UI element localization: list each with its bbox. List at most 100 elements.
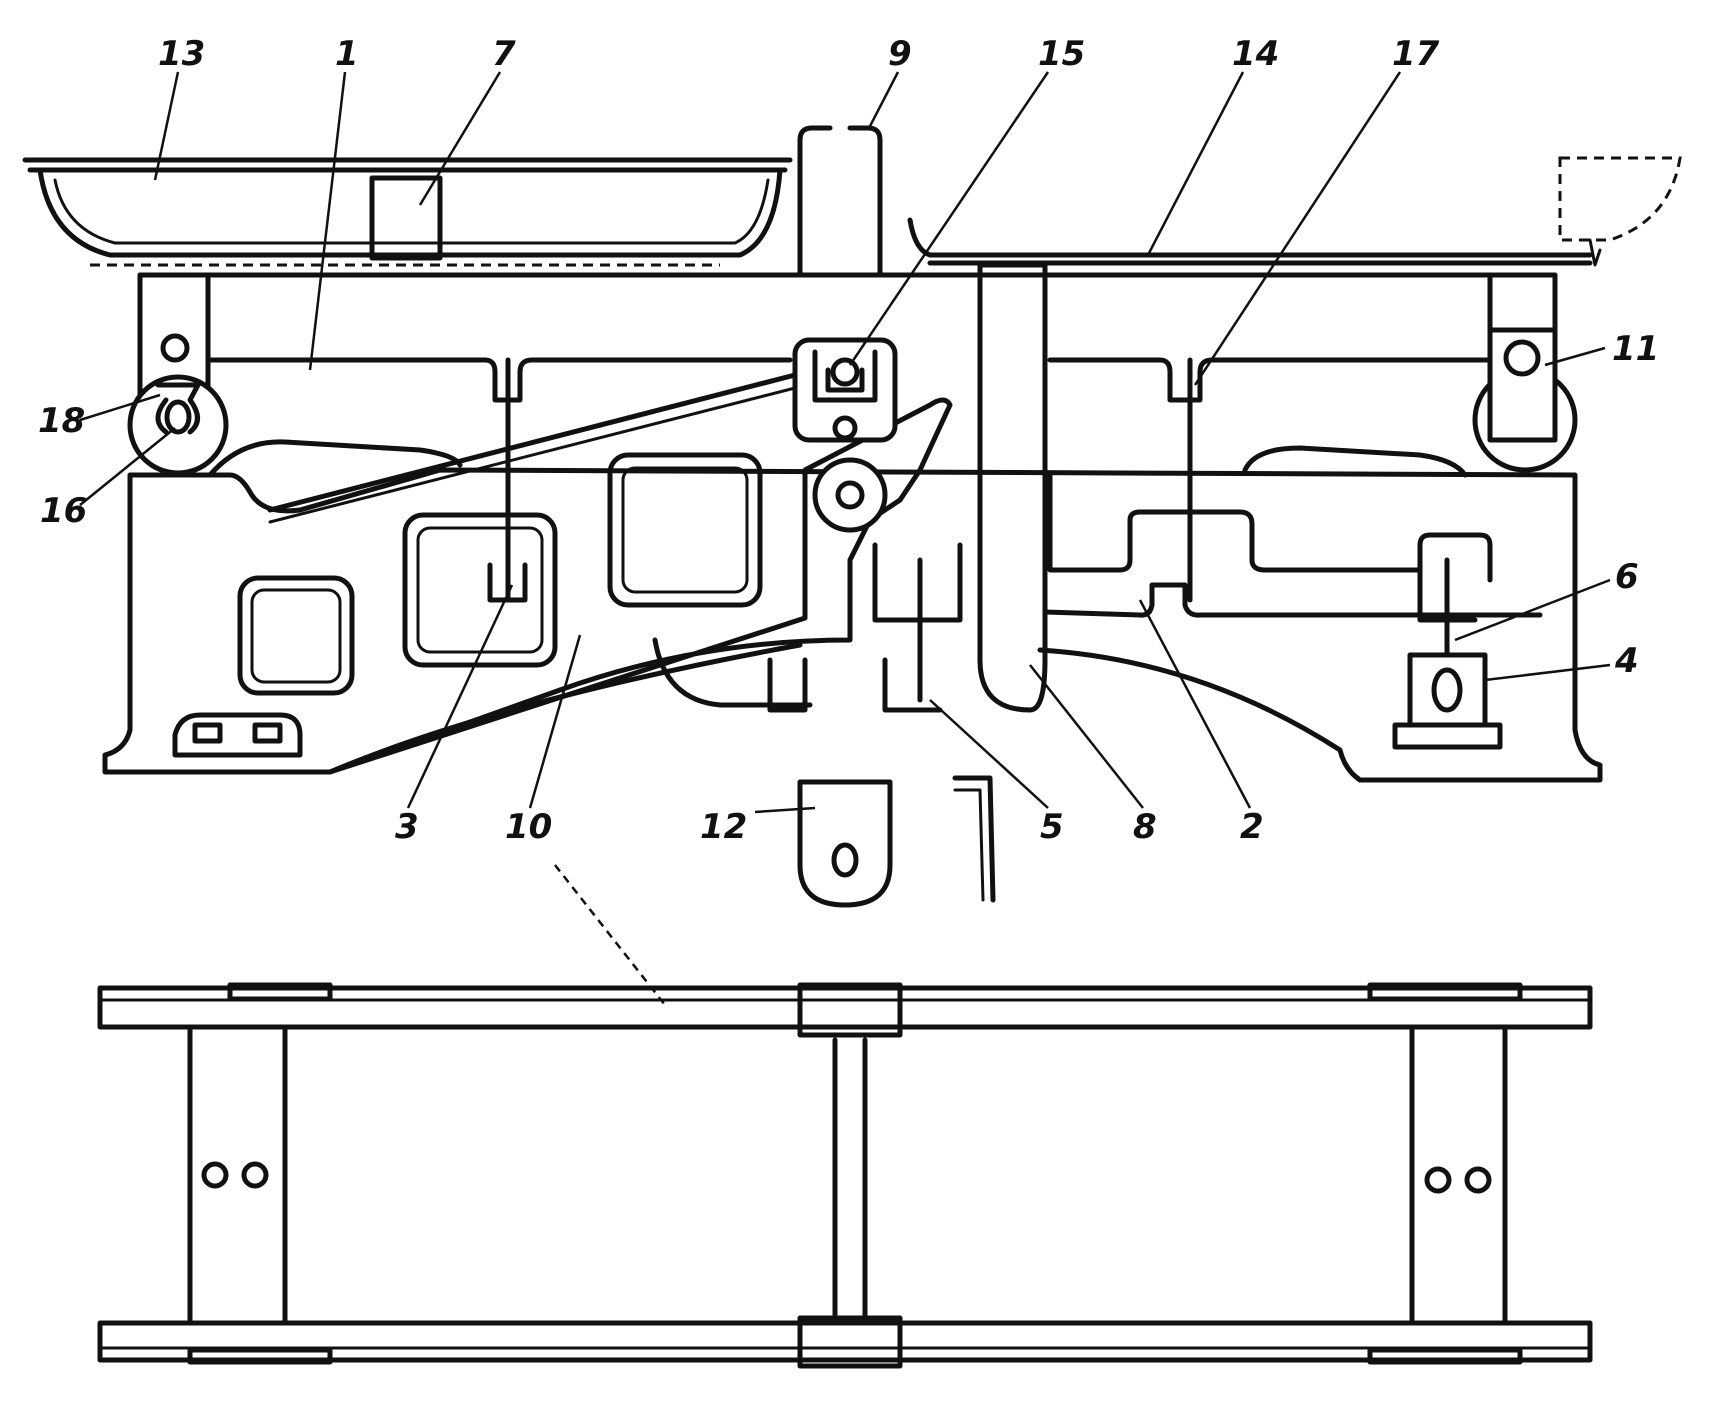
base-frame-lower-right [1042, 582, 1543, 618]
label-3: 3 [395, 807, 419, 847]
lever-top-edge-2 [268, 386, 797, 524]
left-foot [172, 712, 303, 758]
plan-center-block-top [797, 982, 903, 1038]
leader-5 [929, 699, 1049, 809]
base-left-hump [207, 439, 463, 478]
lever-window-3 [607, 452, 763, 608]
leader-7 [418, 71, 502, 206]
leader-11 [1544, 346, 1606, 367]
leader-lines [79, 71, 1611, 1006]
leader-10-plan [554, 864, 666, 1006]
label-8: 8 [1133, 807, 1157, 847]
plan-left-hole-1 [201, 1161, 229, 1189]
plan-bottom-rail [97, 1320, 1593, 1363]
plan-left-crosspiece [187, 1024, 288, 1326]
leader-1 [308, 71, 347, 371]
leader-3 [406, 584, 514, 809]
weight-block-eye [1431, 667, 1463, 713]
fulcrum-roller-hole [835, 480, 865, 510]
leader-9 [866, 71, 900, 131]
leader-18 [79, 393, 161, 422]
left-pivot-clip [155, 382, 201, 435]
left-pan [22, 157, 793, 258]
lever-window-3-inner [621, 466, 749, 594]
label-18: 18 [38, 401, 85, 441]
label-4: 4 [1614, 641, 1639, 681]
leader-17 [1193, 71, 1402, 386]
plan-left-hole-2 [241, 1161, 269, 1189]
label-13: 13 [158, 34, 205, 74]
leader-6 [1454, 578, 1611, 642]
leader-13 [153, 71, 180, 181]
stirrup-hole [831, 842, 859, 878]
plan-end-block-tl [227, 982, 333, 1002]
plan-right-crosspiece [1409, 1024, 1508, 1326]
lever-window-1 [237, 575, 355, 696]
plan-end-block-bl [187, 1347, 333, 1365]
lever-top-edge [267, 372, 798, 513]
upper-beam-right [1047, 357, 1493, 403]
base-right-hump [1242, 445, 1468, 478]
label-5: 5 [1040, 807, 1064, 847]
base-frame-right-profile [1047, 472, 1493, 583]
central-pointer [797, 125, 883, 278]
hanger-center-lower [767, 657, 943, 713]
label-9: 9 [888, 34, 912, 74]
angle-key [952, 775, 996, 903]
leader-10 [528, 634, 582, 809]
weight-block-base [1392, 722, 1503, 750]
right-cap-hole [1503, 339, 1541, 377]
lever-window-1-inner [250, 588, 342, 684]
left-roller [127, 374, 229, 476]
plan-center-crosspiece [832, 1037, 868, 1326]
right-platform-hook [1588, 238, 1602, 267]
label-15: 15 [1038, 34, 1085, 74]
fulcrum-pin [832, 415, 858, 441]
leader-14 [1146, 71, 1245, 256]
left-pan-inner-rim [53, 178, 770, 245]
plan-right-hole-1 [1424, 1166, 1452, 1194]
label-17: 17 [1392, 34, 1440, 74]
pan-support-stem [369, 175, 443, 261]
lower-half-disc [652, 637, 813, 708]
angle-key-inner [953, 788, 985, 902]
leader-4 [1484, 663, 1611, 682]
label-11: 11 [1612, 329, 1659, 369]
central-column [977, 262, 1048, 713]
left-foot-slot-1 [192, 722, 223, 744]
left-upright-hole [160, 333, 190, 363]
label-2: 2 [1240, 807, 1264, 847]
weight-block [1407, 652, 1488, 728]
inclined-lever [327, 397, 953, 775]
side-elevation-view [22, 125, 1682, 908]
fulcrum-knife [830, 357, 860, 387]
plan-end-block-br [1367, 1347, 1523, 1365]
left-pivot-knife [164, 399, 192, 435]
left-foot-slot-2 [252, 722, 283, 744]
label-16: 16 [40, 491, 87, 531]
plan-center-block-bottom [797, 1315, 903, 1369]
hanger-left [487, 357, 528, 603]
part-labels: 13 1 7 9 15 14 17 11 18 16 6 4 3 10 12 5… [38, 34, 1659, 847]
label-6: 6 [1615, 557, 1639, 597]
stirrup [797, 779, 893, 908]
leader-12 [754, 806, 816, 814]
leader-2 [1138, 599, 1252, 809]
right-platform-dashed-end [1558, 156, 1682, 242]
fulcrum-roller [812, 457, 888, 533]
leader-8 [1029, 664, 1144, 809]
plan-right-hole-2 [1464, 1166, 1492, 1194]
leader-15 [848, 71, 1050, 366]
label-12: 12 [700, 807, 747, 847]
label-1: 1 [335, 34, 359, 74]
lever-window-2 [402, 512, 558, 668]
plan-end-block-tr [1367, 982, 1523, 1002]
right-upright-cap [1487, 327, 1558, 443]
leader-16 [79, 427, 176, 506]
label-7: 7 [492, 34, 516, 74]
label-14: 14 [1232, 34, 1279, 74]
hanger-center-left [872, 542, 963, 703]
right-platform [907, 217, 1593, 266]
fulcrum-clip [812, 349, 878, 403]
